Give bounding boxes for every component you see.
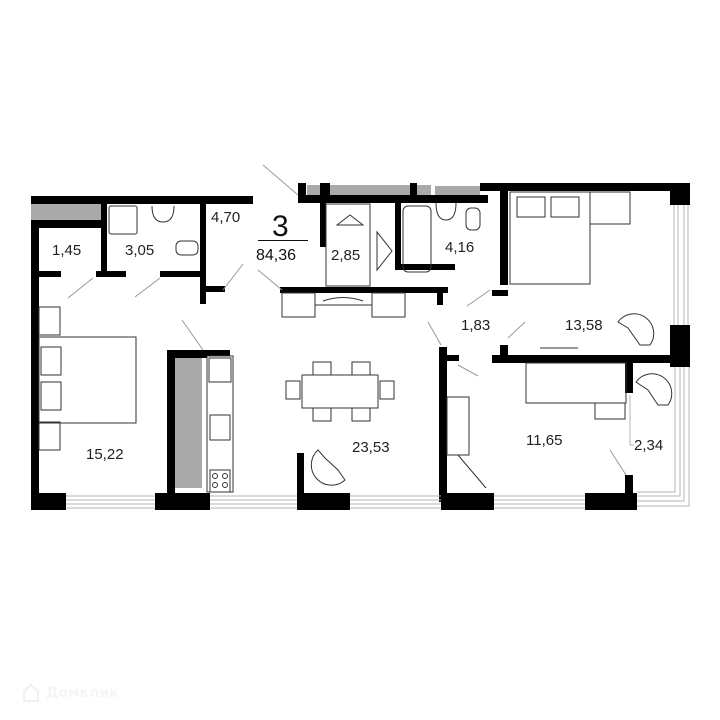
furniture xyxy=(38,191,673,493)
radiator-icon xyxy=(446,396,470,456)
nightstand-icon xyxy=(589,191,631,225)
watermark: Домклик xyxy=(22,683,119,703)
sofa-icon xyxy=(525,362,627,404)
hanger-icon xyxy=(376,230,393,272)
kitchen-sink-icon xyxy=(209,414,231,441)
toilet-icon xyxy=(175,240,199,256)
total-area: 84,36 xyxy=(256,247,297,264)
walls xyxy=(31,183,690,510)
watermark-text: Домклик xyxy=(46,685,119,701)
nightstand-icon xyxy=(38,421,61,451)
hanger-icon xyxy=(335,214,365,226)
room-area-label: 1,45 xyxy=(52,242,82,259)
toilet-icon xyxy=(465,207,481,231)
divider xyxy=(258,240,308,241)
radiator-icon xyxy=(371,292,406,318)
radiator-icon xyxy=(281,292,316,318)
room-area-label: 13,58 xyxy=(565,317,603,334)
room-area-label: 4,70 xyxy=(211,209,241,226)
sink-icon xyxy=(435,202,457,221)
windows xyxy=(66,205,690,509)
stove-icon xyxy=(209,469,231,493)
nightstand-icon xyxy=(38,306,61,336)
kitchen-counter xyxy=(206,355,234,493)
room-area-label: 11,65 xyxy=(526,432,563,449)
rooms-count: 3 xyxy=(272,210,289,243)
sink-icon xyxy=(151,205,175,223)
room-area-label: 23,53 xyxy=(352,439,390,456)
room-area-label: 2,34 xyxy=(634,437,664,454)
double-bed-icon xyxy=(38,336,137,424)
room-area-label: 1,83 xyxy=(461,317,491,334)
door-swings xyxy=(67,164,627,476)
tv-icon xyxy=(322,297,364,302)
bathtub-icon xyxy=(402,205,432,273)
house-logo-icon xyxy=(23,683,39,702)
double-bed-icon xyxy=(509,191,591,285)
shower-icon xyxy=(108,205,138,235)
armchair-icon xyxy=(617,313,655,346)
dining-table-icon xyxy=(301,374,379,409)
room-area-label: 2,85 xyxy=(331,247,361,264)
room-area-label: 15,22 xyxy=(86,446,124,463)
ventilation-shafts xyxy=(31,185,480,488)
armchair-icon xyxy=(635,373,673,406)
room-area-label: 3,05 xyxy=(125,242,155,259)
armchair-icon xyxy=(310,449,346,486)
tv-stand xyxy=(457,454,487,489)
room-area-label: 4,16 xyxy=(445,239,475,256)
